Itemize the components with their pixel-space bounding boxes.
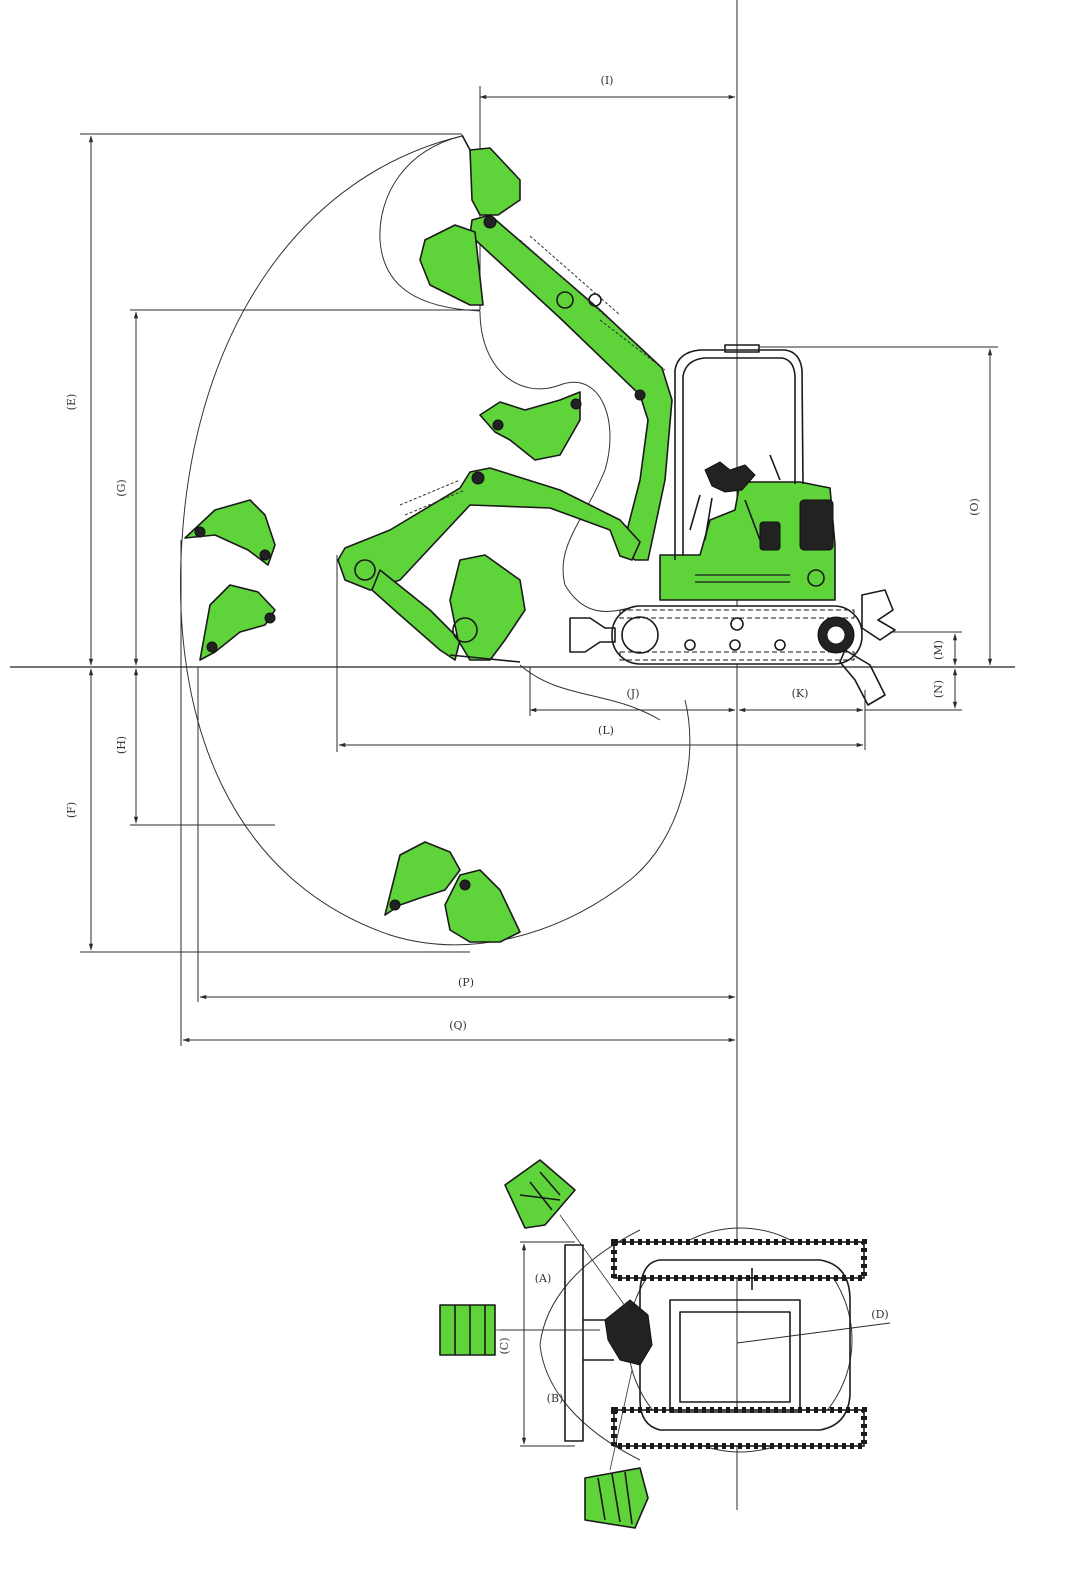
inner-envelope-lower: [479, 310, 636, 612]
dim-p-label: (P): [458, 976, 474, 989]
side-view: (I) (E) (G) (H) (F) (O) (M) (N) (J): [10, 0, 1015, 1510]
upper-structure-top: [639, 1259, 851, 1431]
bucket-swing-right: [584, 1369, 649, 1529]
engine-grille: [799, 499, 834, 551]
dim-f-label: (F): [65, 802, 78, 818]
bucket-high: [469, 147, 521, 216]
bucket-ground: [449, 554, 526, 661]
bucket-depth-left: [384, 841, 461, 916]
dim-d-line: [736, 1322, 891, 1344]
track-links: [619, 609, 855, 661]
inner-envelope: [379, 135, 481, 312]
bucket-swing-left: [504, 1159, 629, 1311]
bucket-reach-lower: [199, 584, 276, 661]
rops-canopy: [674, 349, 804, 560]
dim-o-label: (O): [968, 498, 981, 516]
dim-q-label: (Q): [449, 1019, 467, 1032]
boom-raised: [419, 134, 673, 561]
reach-envelope: [180, 135, 691, 946]
bucket-depth-right: [444, 869, 521, 943]
boom: [469, 214, 673, 561]
dim-n-label: (N): [932, 680, 945, 698]
dim-l-label: (L): [598, 724, 614, 737]
dozer-blade-front: [569, 617, 616, 653]
cab-top: [669, 1299, 801, 1413]
dim-h-label: (H): [115, 736, 128, 754]
bucket-raised-curl: [419, 224, 484, 306]
dim-a-label: (A): [535, 1272, 552, 1285]
arm-link: [371, 569, 461, 661]
dim-k-label: (K): [792, 687, 809, 700]
excavator-body: [569, 344, 896, 706]
bucket-swing-center: [439, 1304, 600, 1356]
dim-c-label: (C): [498, 1338, 511, 1355]
dim-e-label: (E): [65, 394, 78, 411]
bucket-mid: [479, 391, 581, 461]
idler-wheel: [621, 616, 659, 654]
boom-swing-arc: [539, 1229, 641, 1461]
operator-seat: [704, 461, 756, 493]
dim-g-label: (G): [115, 479, 128, 496]
dim-j-label: (J): [627, 687, 640, 700]
boom-pivot-top: [604, 1299, 653, 1366]
dim-i-label: (I): [601, 74, 614, 87]
top-view: (A) (B) (C) (D): [439, 1159, 891, 1529]
dozer-blade-top: [564, 1244, 584, 1442]
dozer-blade-lowered: [839, 649, 886, 706]
dim-b-label: (B): [547, 1392, 564, 1405]
arm-extended: [337, 467, 641, 591]
boom-extended: [337, 467, 641, 663]
track: [611, 605, 863, 665]
dim-d-label: (D): [871, 1308, 888, 1321]
bucket-reach-upper: [184, 499, 276, 566]
dim-m-label: (M): [932, 640, 945, 660]
dozer-blade: [861, 589, 896, 641]
